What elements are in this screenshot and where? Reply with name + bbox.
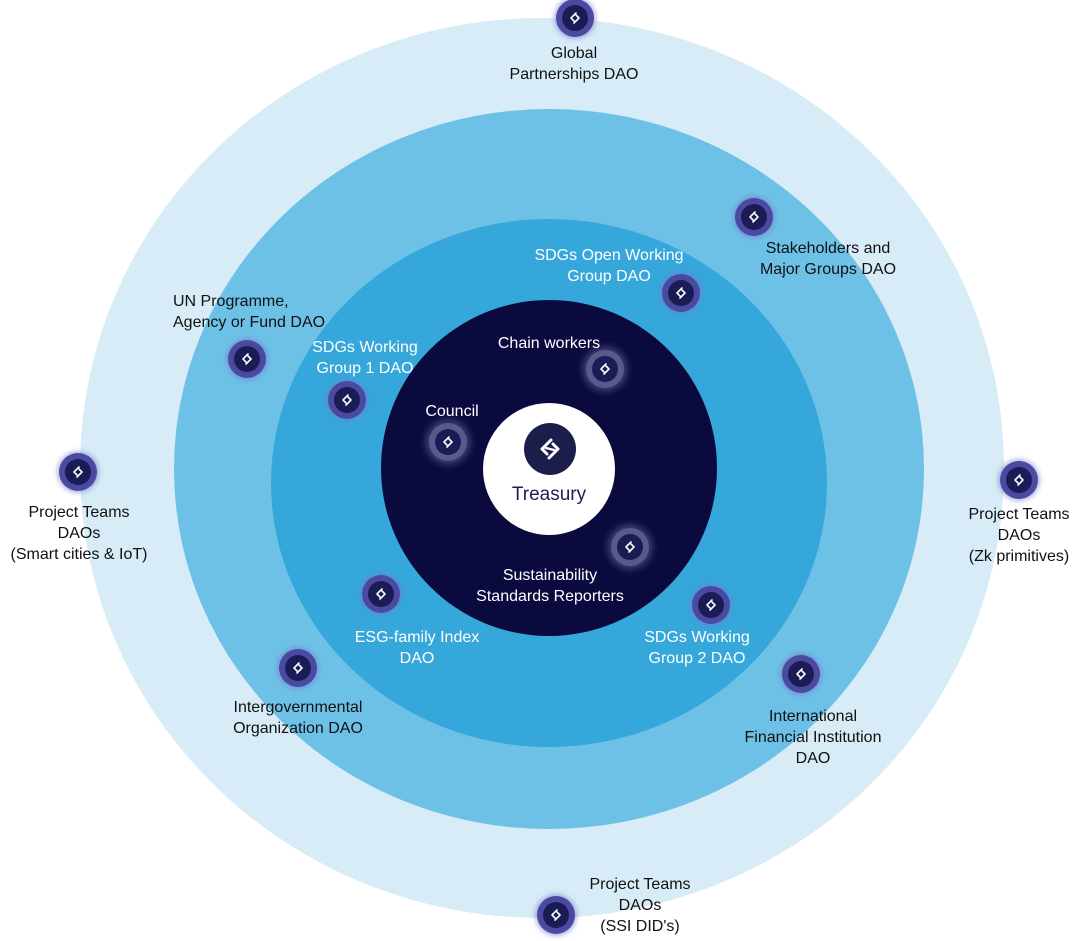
global-partnerships-label: Global Partnerships DAO (509, 45, 639, 83)
treasury-label: Treasury (511, 484, 587, 505)
project-teams-zk-node-icon[interactable] (1000, 461, 1038, 499)
un-programme-node-icon[interactable] (228, 340, 266, 378)
project-teams-smart-cities-node-icon[interactable] (59, 453, 97, 491)
international-financial-label: International Financial Institution DAO (744, 708, 882, 767)
chain-workers-label: Chain workers (497, 335, 601, 352)
project-teams-ssi-label: Project Teams DAOs (SSI DID's) (589, 876, 691, 935)
intergovernmental-node-icon[interactable] (279, 649, 317, 687)
stakeholders-label: Stakeholders and Major Groups DAO (759, 240, 897, 278)
sustainability-reporters-label: Sustainability Standards Reporters (476, 567, 624, 605)
council-node-icon[interactable] (429, 423, 467, 461)
sdgs-working-group-2-label: SDGs Working Group 2 DAO (644, 629, 750, 667)
project-teams-zk-label: Project Teams DAOs (Zk primitives) (968, 506, 1070, 565)
sdgs-open-working-group-label: SDGs Open Working Group DAO (534, 247, 684, 285)
sustainability-reporters-node-icon[interactable] (611, 528, 649, 566)
council-label: Council (425, 403, 479, 420)
esg-family-index-label: ESG-family Index DAO (354, 629, 480, 667)
project-teams-ssi-node-icon[interactable] (537, 896, 575, 934)
project-teams-smart-cities-label: Project Teams DAOs (Smart cities & IoT) (10, 504, 148, 563)
sdgs-working-group-1-node-icon[interactable] (328, 381, 366, 419)
stakeholders-node-icon[interactable] (735, 198, 773, 236)
sdgs-working-group-1-label: SDGs Working Group 1 DAO (312, 339, 418, 377)
global-partnerships-node-icon[interactable] (556, 0, 594, 37)
esg-family-index-node-icon[interactable] (362, 575, 400, 613)
sdgs-open-working-group-node-icon[interactable] (662, 274, 700, 312)
intergovernmental-label: Intergovernmental Organization DAO (233, 699, 363, 737)
chain-workers-node-icon[interactable] (586, 350, 624, 388)
chain-logo-icon (524, 423, 576, 475)
sdgs-working-group-2-node-icon[interactable] (692, 586, 730, 624)
international-financial-node-icon[interactable] (782, 655, 820, 693)
un-programme-label: UN Programme, Agency or Fund DAO (173, 293, 326, 331)
